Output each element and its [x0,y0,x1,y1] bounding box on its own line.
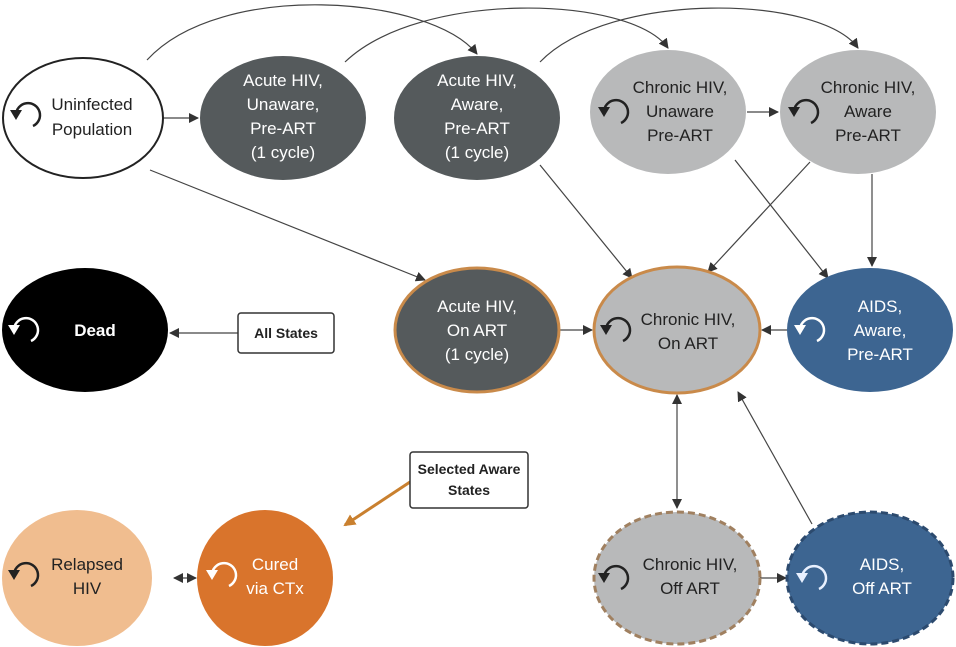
arrow-uninfected-to-acute-on-art [149,169,426,282]
arrow-uninfected-to-acute-aware [146,4,478,61]
node-label: Acute HIV, [243,71,323,90]
arrow-chronic-unaware-to-aids-aware [734,159,829,279]
node-label: Pre-ART [444,119,510,138]
node-aids-off-art: AIDS, Off ART [785,510,955,646]
node-label: Pre-ART [647,126,713,145]
node-label: Pre-ART [835,126,901,145]
node-label: Aware, [451,95,504,114]
box-selected-aware-states: Selected Aware States [409,451,529,509]
node-chronic-off-art: Chronic HIV, Off ART [592,510,762,646]
node-label: (1 cycle) [445,143,509,162]
box-all-states: All States [237,312,335,354]
node-label: HIV [73,579,102,598]
node-label: Acute HIV, [437,297,517,316]
node-label: (1 cycle) [445,345,509,364]
transition-arrows [146,4,877,583]
node-label: On ART [658,334,718,353]
node-label: Cured [252,555,298,574]
box-label: All States [254,325,318,341]
node-dead: Dead [2,268,168,392]
node-label: Uninfected [51,95,132,114]
node-label: On ART [447,321,507,340]
node-aids-aware-pre-art: AIDS, Aware, Pre-ART [787,268,953,392]
arrow-aids-off-art-to-aids-aware [737,391,813,525]
self-loop-icon [788,98,820,125]
node-acute-aware: Acute HIV, Aware, Pre-ART (1 cycle) [394,56,560,180]
node-label: Dead [74,321,116,340]
box-label: States [448,482,490,498]
node-chronic-on-art: Chronic HIV, On ART [592,265,762,395]
arrow-chronic-aware-to-chronic-on-art [707,161,811,273]
node-label: Off ART [660,579,720,598]
self-loop-icon [8,316,40,343]
node-label: Population [52,120,132,139]
node-uninfected: Uninfected Population [2,57,164,179]
self-loop-icon [10,101,42,128]
node-label: Chronic HIV, [643,555,738,574]
node-label: Relapsed [51,555,123,574]
self-loop-icon [8,561,40,588]
node-label: Pre-ART [847,345,913,364]
node-label: Pre-ART [250,119,316,138]
arrow-acute-aware-to-chronic-on-art [539,164,633,279]
node-chronic-unaware: Chronic HIV, Unaware Pre-ART [590,50,746,174]
node-acute-unaware: Acute HIV, Unaware, Pre-ART (1 cycle) [200,56,366,180]
node-label: Unaware [646,102,714,121]
self-loop-icons [8,98,828,591]
node-label: Chronic HIV, [821,78,916,97]
node-label: Aware [844,102,892,121]
arrow-selected-aware-to-cured [343,480,411,527]
node-label: Aware, [854,321,907,340]
node-cured-via-ctx: Cured via CTx [197,510,333,646]
node-label: Unaware, [247,95,320,114]
node-label: via CTx [246,579,304,598]
node-label: AIDS, [858,297,902,316]
node-relapsed-hiv: Relapsed HIV [2,510,152,646]
node-label: Chronic HIV, [641,310,736,329]
box-label: Selected Aware [418,461,521,477]
arrow-acute-aware-to-chronic-aware [539,7,859,63]
self-loop-icon [600,316,632,343]
node-label: AIDS, [860,555,904,574]
node-label: (1 cycle) [251,143,315,162]
self-loop-icon [796,564,828,591]
arrow-acute-unaware-to-chronic-unaware [344,7,669,63]
node-acute-on-art: Acute HIV, On ART (1 cycle) [393,266,561,394]
self-loop-icon [598,98,630,125]
node-label: Chronic HIV, [633,78,728,97]
node-label: Off ART [852,579,912,598]
node-label: Acute HIV, [437,71,517,90]
self-loop-icon [206,561,238,588]
self-loop-icon [794,316,826,343]
self-loop-icon [598,564,630,591]
node-chronic-aware: Chronic HIV, Aware Pre-ART [780,50,936,174]
